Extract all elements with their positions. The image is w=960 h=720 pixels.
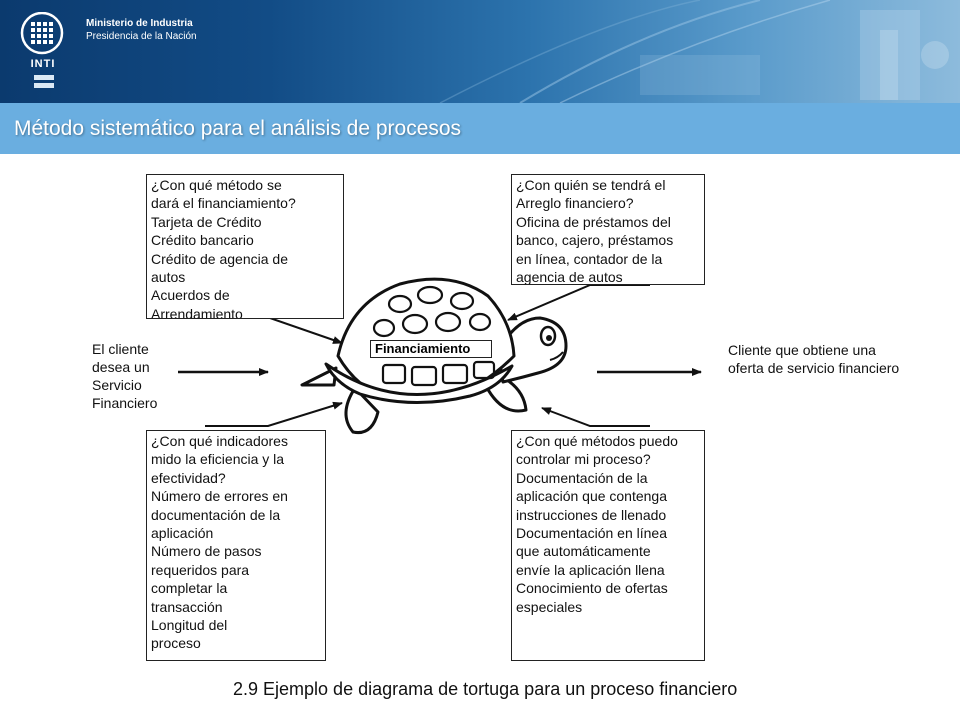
header-background-art — [439, 0, 949, 103]
text-line: aplicación que contenga — [516, 488, 668, 505]
text-line: ¿Con qué método se — [151, 177, 282, 193]
center-process-label: Financiamiento — [370, 340, 492, 358]
shell-scute — [372, 318, 396, 338]
turtle-mouth — [549, 351, 564, 361]
text-line: ¿Con quién se tendrá el — [516, 177, 666, 193]
turtle-belly — [324, 362, 514, 405]
box-with-what: ¿Con qué método se dará el financiamient… — [146, 174, 344, 319]
shell-scute — [416, 285, 444, 305]
text-line: desea un — [92, 359, 150, 375]
text-line: aplicación — [151, 525, 214, 542]
connector-top-right — [507, 284, 650, 321]
text-line: Servicio — [92, 377, 142, 393]
input-description: El cliente desea un Servicio Financiero — [92, 340, 182, 412]
shell-scute — [472, 360, 496, 380]
connector-top-left — [205, 317, 343, 344]
text-line: Crédito de agencia de — [151, 250, 288, 267]
title-bar — [0, 103, 960, 154]
text-line: completar la — [151, 580, 228, 597]
text-line: mido la eficiencia y la — [151, 451, 285, 468]
turtle-back-leg — [344, 386, 380, 435]
shell-scute — [441, 363, 469, 385]
text-line: Acuerdos de — [151, 287, 230, 304]
logo-text: INTI — [30, 58, 56, 70]
text-line: instrucciones de llenado — [516, 506, 667, 523]
text-line: Longitud del — [151, 617, 228, 634]
header-banner: Ministerio de Industria Presidencia de l… — [0, 0, 960, 103]
text-line: Documentación en línea — [516, 525, 667, 542]
text-line: transacción — [151, 598, 223, 615]
text-line: Número de errores en — [151, 488, 288, 505]
text-line: que automáticamente — [516, 543, 651, 560]
turtle-eye — [539, 325, 557, 347]
text-line: envíe la aplicación llena — [516, 561, 665, 578]
text-line: autos — [151, 269, 186, 286]
inti-logo-icon — [20, 12, 64, 55]
text-line: en línea, contador de la — [516, 250, 663, 267]
text-line: Documentación de la — [516, 469, 648, 486]
text-line: proceso — [151, 635, 201, 652]
shell-scute — [387, 294, 413, 314]
connector-bottom-right — [541, 407, 650, 427]
connector-bottom-left — [205, 401, 343, 427]
shell-scute — [434, 311, 462, 333]
shell-scute — [449, 291, 475, 311]
figure-caption: 2.9 Ejemplo de diagrama de tortuga para … — [233, 679, 738, 699]
shell-scute — [401, 313, 429, 335]
text-line: Cliente que obtiene una — [728, 342, 876, 358]
text-line: Arreglo financiero? — [516, 195, 634, 212]
text-line: documentación de la — [151, 506, 281, 523]
text-line: agencia de autos — [516, 269, 623, 285]
text-line: banco, cajero, préstamos — [516, 232, 674, 249]
box-how: ¿Con qué métodos puedo controlar mi proc… — [511, 430, 705, 661]
box-with-whom: ¿Con quién se tendrá el Arreglo financie… — [511, 174, 705, 285]
text-line: Conocimiento de ofertas — [516, 580, 668, 597]
shell-scute — [468, 312, 492, 332]
slide-title: Método sistemático para el análisis de p… — [14, 117, 462, 140]
ministry-name: Ministerio de Industria — [86, 18, 193, 29]
turtle-diagram-graphics — [178, 277, 702, 435]
text-line: ¿Con qué métodos puedo — [516, 433, 678, 449]
shell-scute — [381, 363, 407, 385]
text-line: oferta de servicio financiero — [728, 360, 900, 376]
text-line: ¿Con qué indicadores — [151, 433, 288, 449]
text-line: requeridos para — [151, 561, 250, 578]
text-line: efectividad? — [151, 469, 226, 486]
text-line: El cliente — [92, 341, 149, 357]
text-line: Número de pasos — [151, 543, 262, 560]
text-line: Tarjeta de Crédito — [151, 213, 262, 230]
logo-bar — [34, 75, 54, 80]
text-line: especiales — [516, 598, 583, 615]
text-line: Oficina de préstamos del — [516, 213, 671, 230]
text-line: Crédito bancario — [151, 232, 254, 249]
shell-scute — [410, 365, 438, 387]
text-line: Arrendamiento — [151, 305, 243, 319]
text-line: dará el financiamiento? — [151, 195, 296, 212]
output-description: Cliente que obtiene una oferta de servic… — [728, 341, 948, 377]
turtle-shell-pattern — [372, 285, 496, 387]
text-line: controlar mi proceso? — [516, 451, 651, 468]
turtle-front-leg — [484, 376, 528, 413]
logo-bar — [34, 83, 54, 88]
box-indicators: ¿Con qué indicadores mido la eficiencia … — [146, 430, 326, 661]
ministry-subtitle: Presidencia de la Nación — [86, 31, 197, 42]
text-line: Financiero — [92, 395, 158, 411]
